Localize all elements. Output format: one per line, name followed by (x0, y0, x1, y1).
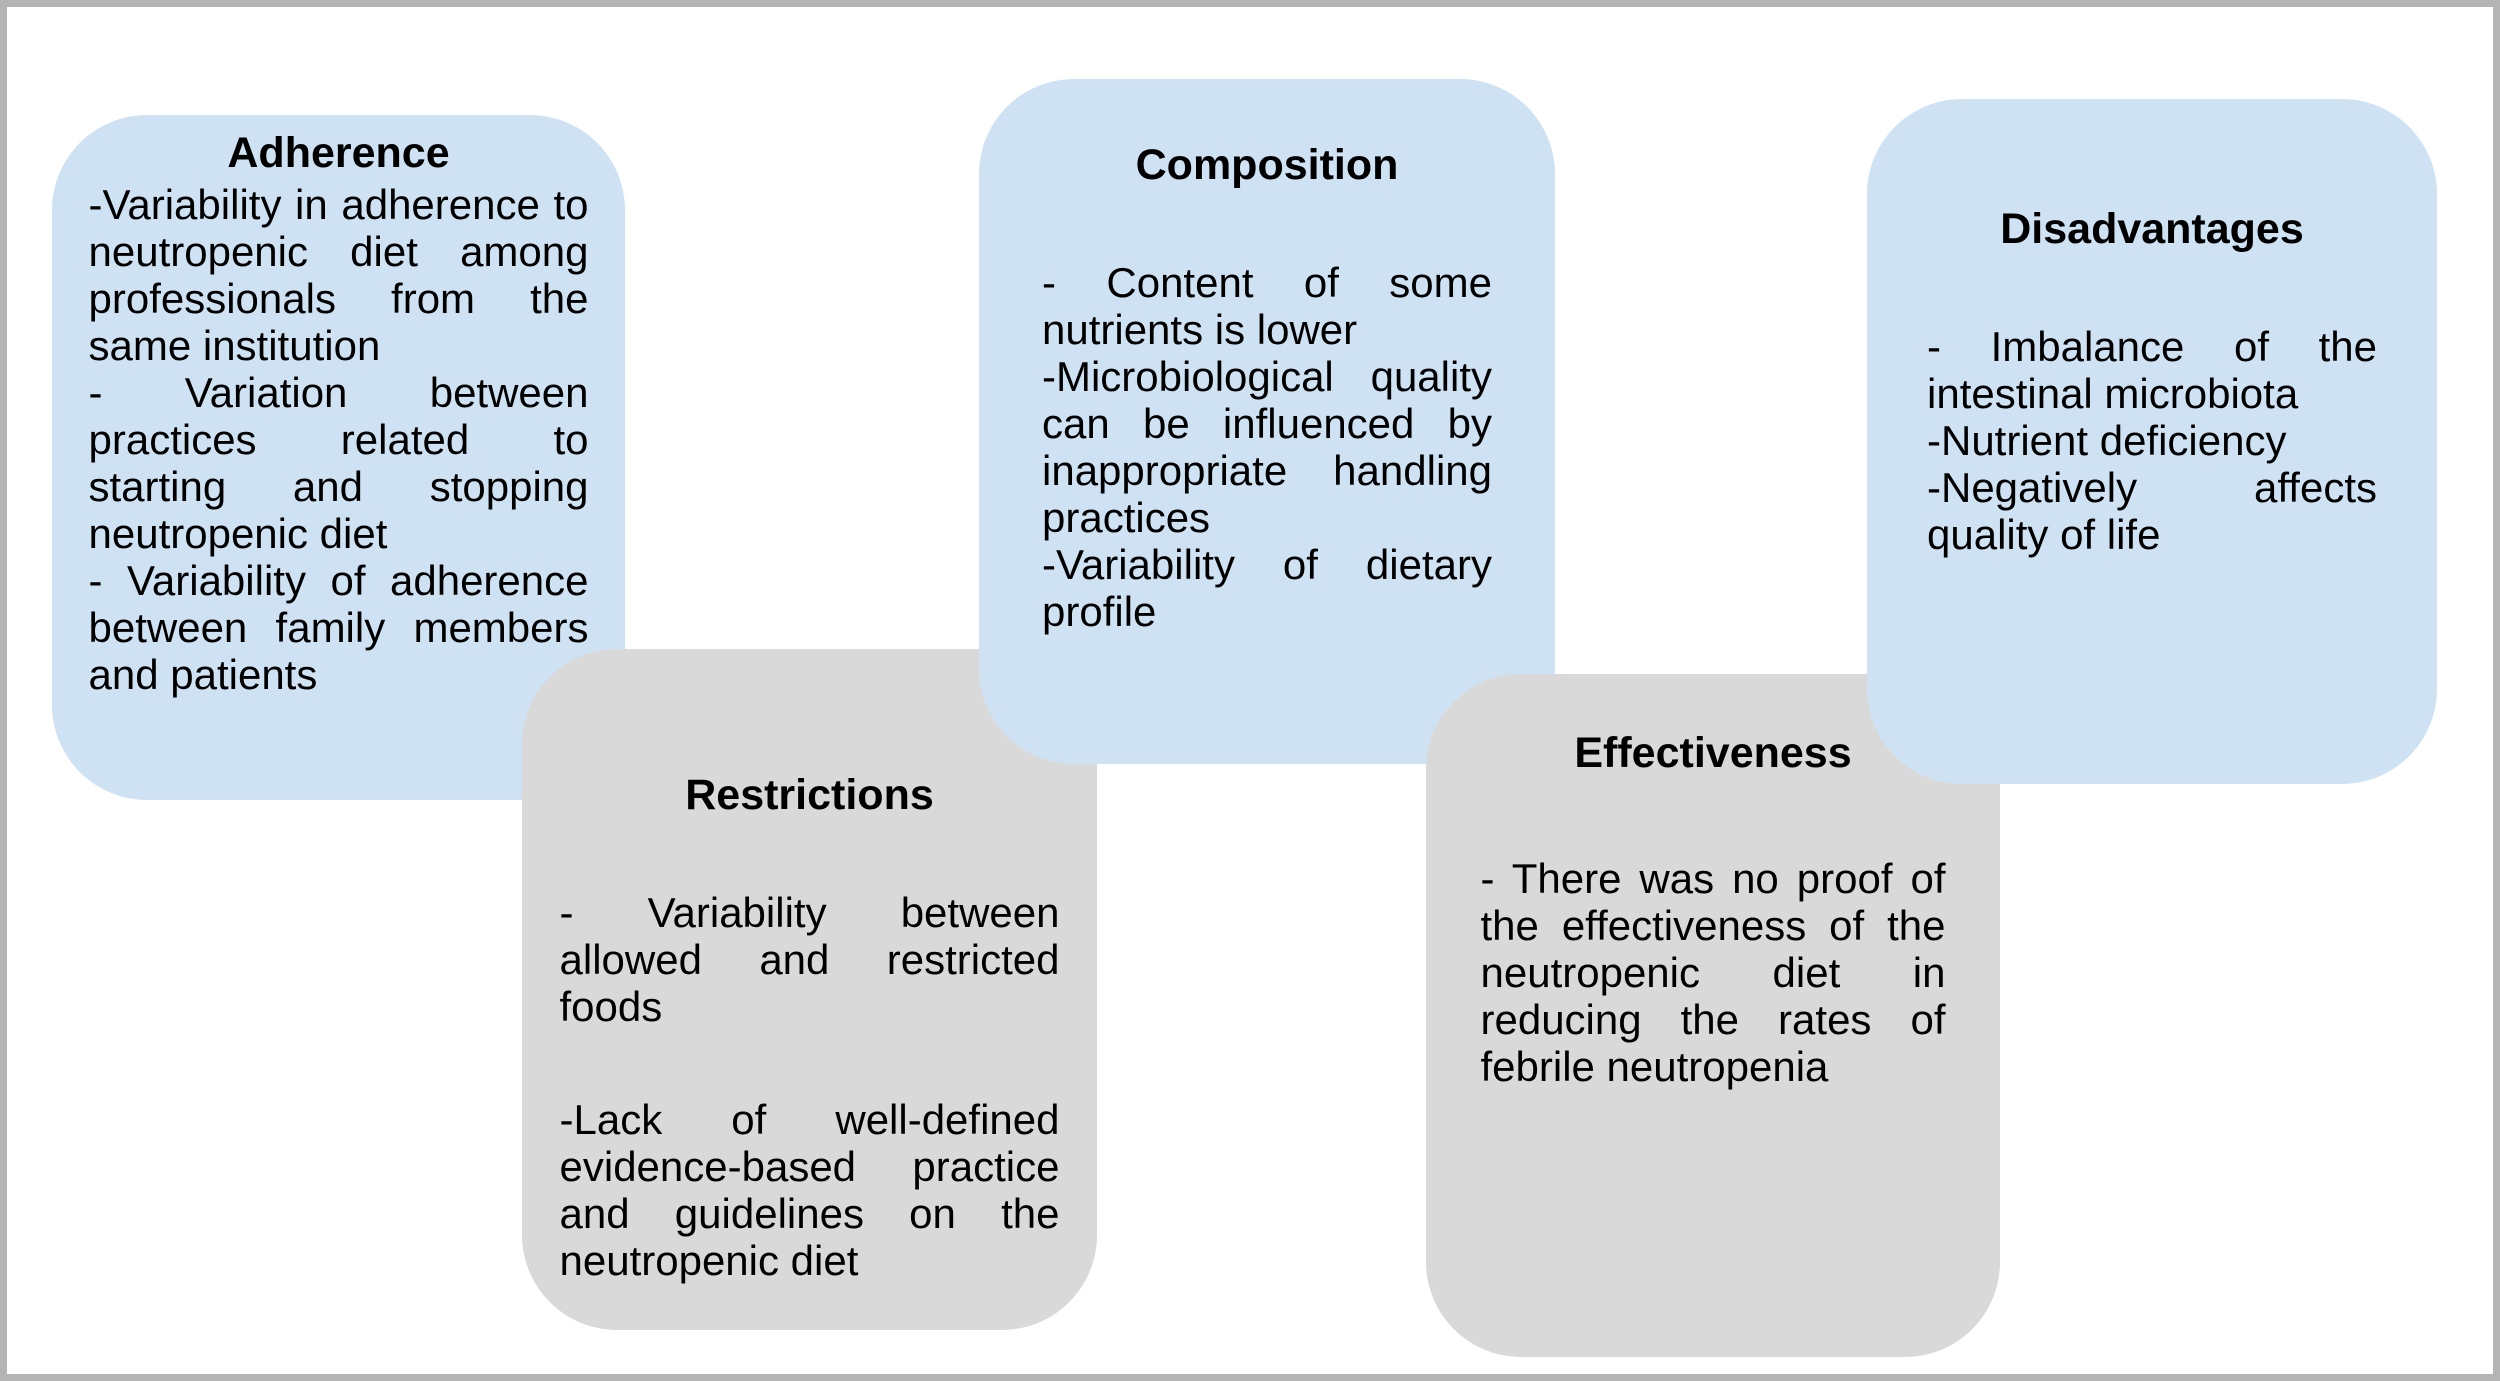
card-composition-title: Composition (1135, 141, 1399, 189)
card-disadvantages-body: - Imbalance of the intestinal microbiota… (1927, 323, 2377, 558)
card-restrictions-title: Restrictions (685, 771, 934, 819)
disadvantages-bullet-2: -Nutrient deficiency (1927, 417, 2287, 464)
adherence-bullet-1: -Variability in adherence to neutropenic… (88, 181, 589, 369)
card-restrictions: Restrictions - Variability between allow… (522, 649, 1097, 1330)
composition-bullet-2: -Microbiological quality can be influenc… (1042, 353, 1492, 541)
composition-bullet-3: -Variability of dietary profile (1042, 541, 1492, 635)
card-adherence: Adherence -Variability in adherence to n… (52, 115, 625, 800)
disadvantages-bullet-1: - Imbalance of the intestinal microbiota (1927, 323, 2377, 417)
card-effectiveness: Effectiveness - There was no proof of th… (1426, 674, 2000, 1357)
card-disadvantages: Disadvantages - Imbalance of the intesti… (1867, 99, 2437, 784)
card-composition: Composition - Content of some nutrients … (979, 79, 1555, 764)
restrictions-bullet-2: -Lack of well-defined evidence-based pra… (559, 1096, 1060, 1284)
effectiveness-bullet-1: - There was no proof of the effectivenes… (1480, 855, 1946, 1090)
card-adherence-title: Adherence (227, 129, 450, 177)
card-restrictions-body: - Variability between allowed and restri… (560, 889, 1060, 1284)
adherence-bullet-2: - Variation between practices related to… (88, 369, 589, 557)
card-disadvantages-title: Disadvantages (2000, 205, 2304, 253)
card-effectiveness-body: - There was no proof of the effectivenes… (1481, 855, 1946, 1090)
restrictions-bullet-1: - Variability between allowed and restri… (559, 889, 1060, 1030)
disadvantages-bullet-3: -Negatively affects quality of life (1927, 464, 2377, 558)
card-adherence-body: -Variability in adherence to neutropenic… (89, 181, 589, 698)
card-composition-body: - Content of some nutrients is lower -Mi… (1042, 259, 1492, 635)
composition-bullet-1: - Content of some nutrients is lower (1042, 259, 1492, 353)
adherence-bullet-3: - Variability of adherence between famil… (88, 557, 589, 698)
card-effectiveness-title: Effectiveness (1574, 729, 1852, 777)
